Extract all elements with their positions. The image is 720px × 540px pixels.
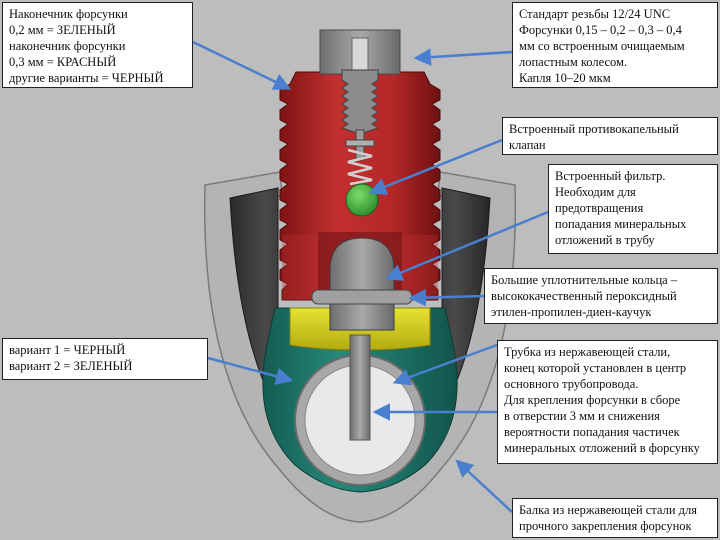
arrow-steel-beam bbox=[455, 459, 513, 513]
callout-line: Необходим для bbox=[555, 185, 636, 199]
callout-line: вариант 2 = ЗЕЛЕНЫЙ bbox=[9, 359, 133, 373]
antidrip-ball bbox=[345, 183, 379, 217]
callout-line: другие варианты = ЧЕРНЫЙ bbox=[9, 71, 164, 85]
callout-line: Встроенный фильтр. bbox=[555, 169, 666, 183]
callout-line: прочного закрепления форсунок bbox=[519, 519, 692, 533]
callout-line: в отверстии 3 мм и снижения bbox=[504, 409, 660, 423]
callout-line: минеральных отложений в форсунку bbox=[504, 441, 700, 455]
callout-line: 0,2 мм = ЗЕЛЕНЫЙ bbox=[9, 23, 116, 37]
callout-line: этилен-пропилен-диен-каучук bbox=[491, 305, 652, 319]
callout-line: Наконечник форсунки bbox=[9, 7, 128, 21]
callout-steel-tube: Трубка из нержавеющей стали, конец которо… bbox=[497, 340, 718, 464]
callout-line: отложений в трубу bbox=[555, 233, 655, 247]
arrow-antidrip-valve bbox=[368, 138, 503, 195]
seal-ring bbox=[289, 307, 431, 351]
callout-line: Стандарт резьбы 12/24 UNC bbox=[519, 7, 671, 21]
callout-line: Большие уплотнительные кольца – bbox=[491, 273, 678, 287]
callout-line: 0,3 мм = КРАСНЫЙ bbox=[9, 55, 117, 69]
steel-tube bbox=[349, 334, 371, 441]
callout-line: Встроенный противокапельный bbox=[509, 122, 679, 136]
arrow-seal-rings bbox=[408, 288, 485, 307]
callout-line: высококачественный пероксидный bbox=[491, 289, 677, 303]
valve-seat bbox=[345, 139, 375, 147]
callout-line: мм со встроенным очищаемым bbox=[519, 39, 685, 53]
callout-line: попадания минеральных bbox=[555, 217, 687, 231]
callout-line: лопастным колесом. bbox=[519, 55, 628, 69]
callout-line: Форсунки 0,15 – 0,2 – 0,3 – 0,4 bbox=[519, 23, 682, 37]
threaded-insert bbox=[340, 69, 380, 133]
callout-line: вариант 1 = ЧЕРНЫЙ bbox=[9, 343, 126, 357]
callout-seal-rings: Большие уплотнительные кольца – высококач… bbox=[484, 268, 718, 324]
callout-line: наконечник форсунки bbox=[9, 39, 126, 53]
callout-line: предотвращения bbox=[555, 201, 644, 215]
arrow-steel-tube-1 bbox=[392, 343, 498, 386]
callout-steel-beam: Балка из нержавеющей стали для прочного з… bbox=[512, 498, 718, 538]
filter-cap bbox=[311, 289, 413, 305]
callout-variants: вариант 1 = ЧЕРНЫЙ вариант 2 = ЗЕЛЕНЫЙ bbox=[2, 338, 208, 380]
callout-antidrip-valve: Встроенный противокапельный клапан bbox=[502, 117, 718, 155]
callout-line: Балка из нержавеющей стали для bbox=[519, 503, 697, 517]
arrow-variants bbox=[207, 356, 294, 385]
callout-line: основного трубопровода. bbox=[504, 377, 639, 391]
callout-line: клапан bbox=[509, 138, 546, 152]
arrow-nozzle-tip bbox=[192, 40, 292, 90]
callout-line: вероятности попадания частичек bbox=[504, 425, 680, 439]
callout-line: конец которой установлен в центр bbox=[504, 361, 687, 375]
callout-thread-standard: Стандарт резьбы 12/24 UNC Форсунки 0,15 –… bbox=[512, 2, 718, 88]
callout-filter: Встроенный фильтр. Необходим для предотвра… bbox=[548, 164, 718, 254]
arrow-thread-standard bbox=[413, 48, 513, 66]
arrow-filter bbox=[384, 210, 549, 281]
callout-line: Для крепления форсунки в сборе bbox=[504, 393, 681, 407]
callout-line: Капля 10–20 мкм bbox=[519, 71, 611, 85]
callout-line: Трубка из нержавеющей стали, bbox=[504, 345, 671, 359]
callout-nozzle-tip: Наконечник форсунки 0,2 мм = ЗЕЛЕНЫЙ након… bbox=[2, 2, 193, 88]
filter-dome bbox=[329, 237, 395, 331]
